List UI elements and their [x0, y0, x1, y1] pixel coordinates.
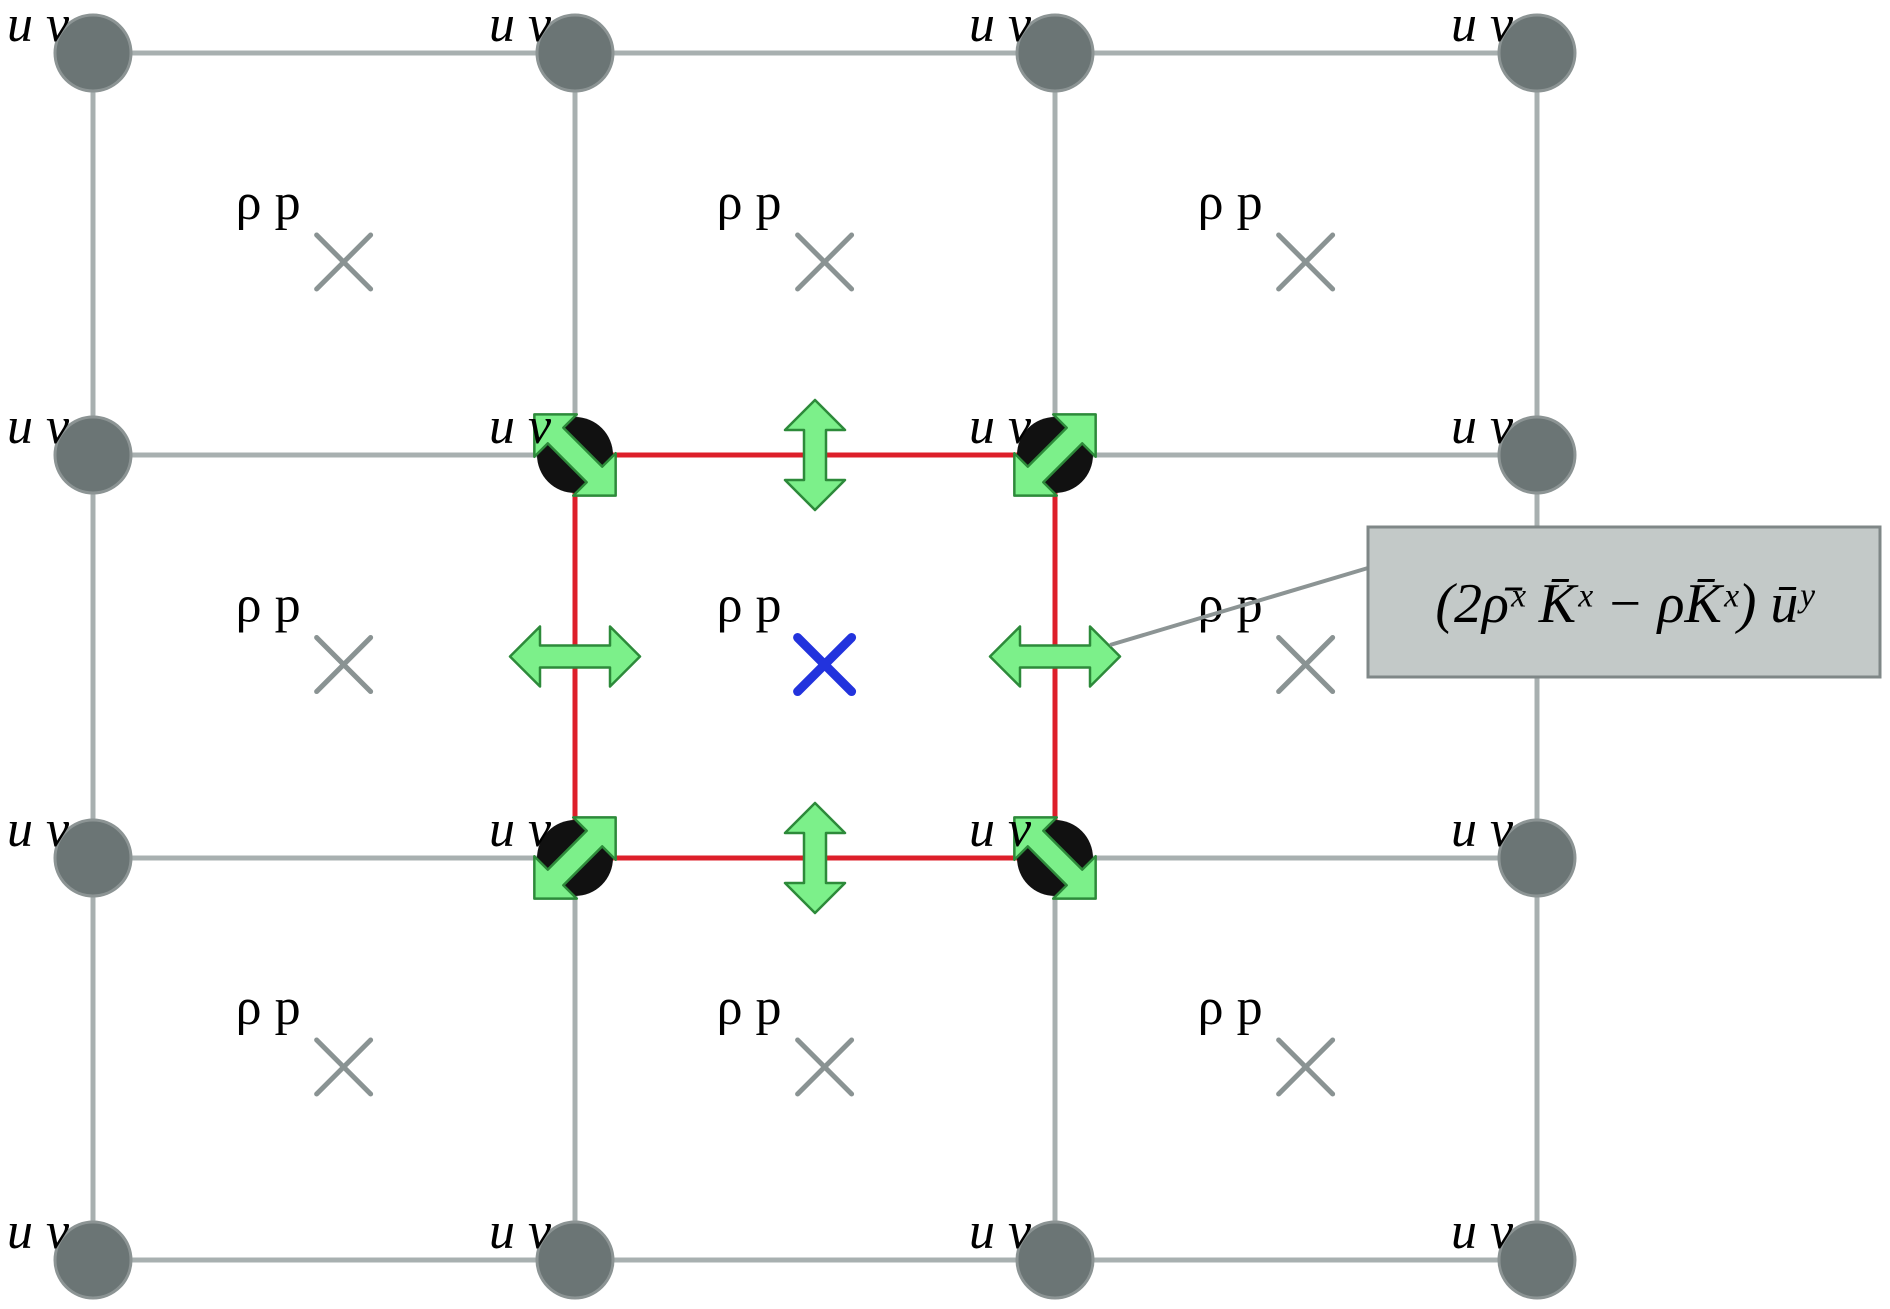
cross-icon: [314, 1037, 374, 1097]
node-label: u v: [1451, 1203, 1514, 1260]
cross-icon: [314, 232, 374, 292]
cell-label: ρ p: [1198, 979, 1263, 1036]
flux-arrow-corner-ne: [1013, 413, 1097, 497]
cell-label: ρ p: [236, 577, 301, 634]
cross-icon: [1276, 232, 1336, 292]
node-label: u v: [969, 1203, 1032, 1260]
node-label: u v: [7, 801, 70, 858]
node-dot: [1497, 818, 1577, 898]
flux-arrow-west: [508, 625, 642, 688]
node-label: u v: [489, 0, 552, 53]
cross-icon: [795, 232, 855, 292]
node-dot: [535, 1220, 615, 1300]
node-dot: [1497, 13, 1577, 93]
node-dot: [53, 415, 133, 495]
node-dot: [53, 13, 133, 93]
cell-label: ρ p: [717, 174, 782, 231]
flux-arrow-corner-sw: [533, 816, 617, 900]
node-dot: [1015, 13, 1095, 93]
node-label: u v: [969, 801, 1032, 858]
cross-icon: [795, 1037, 855, 1097]
node-dot: [53, 1220, 133, 1300]
formula-callout: (2ρ̄ˣ K̄ˣ − ρK̄ˣ) ūʸ: [1109, 525, 1882, 679]
node-dot: [1497, 415, 1577, 495]
node-label: u v: [7, 0, 70, 53]
flux-arrow-east: [988, 625, 1122, 688]
cell-label: ρ p: [717, 577, 782, 634]
cell-label: ρ p: [717, 979, 782, 1036]
flux-arrow-corner-nw: [533, 413, 617, 497]
node-dot: [53, 818, 133, 898]
flux-arrows: [508, 398, 1122, 915]
node-label: u v: [1451, 398, 1514, 455]
node-label: u v: [489, 398, 552, 455]
node-label: u v: [969, 398, 1032, 455]
cross-icon: [314, 635, 374, 695]
center-cross-icon: [793, 633, 857, 697]
cross-icon: [1276, 635, 1336, 695]
node-dot: [1015, 1220, 1095, 1300]
node-label: u v: [1451, 0, 1514, 53]
node-dot: [535, 13, 615, 93]
node-label: u v: [7, 398, 70, 455]
cross-icon: [1276, 1037, 1336, 1097]
cell-label: ρ p: [1198, 577, 1263, 634]
formula-text: (2ρ̄ˣ K̄ˣ − ρK̄ˣ) ūʸ: [1435, 573, 1815, 635]
node-dot: [1497, 1220, 1577, 1300]
flux-arrow-south: [783, 801, 847, 915]
cell-markers: [314, 232, 1336, 1097]
cell-label: ρ p: [236, 174, 301, 231]
node-label: u v: [489, 801, 552, 858]
formula-box: [1366, 525, 1882, 679]
node-label: u v: [1451, 801, 1514, 858]
callout-leader-line: [1109, 566, 1369, 647]
cell-label: ρ p: [236, 979, 301, 1036]
node-label: u v: [969, 0, 1032, 53]
flux-arrow-corner-se: [1013, 816, 1097, 900]
node-label: u v: [7, 1203, 70, 1260]
flux-arrow-north: [783, 398, 847, 512]
cell-label: ρ p: [1198, 174, 1263, 231]
labels: ρ p ρ p ρ p ρ p ρ p ρ p ρ p ρ p ρ p u v u v u v u v u…: [7, 0, 1514, 1260]
node-label: u v: [489, 1203, 552, 1260]
